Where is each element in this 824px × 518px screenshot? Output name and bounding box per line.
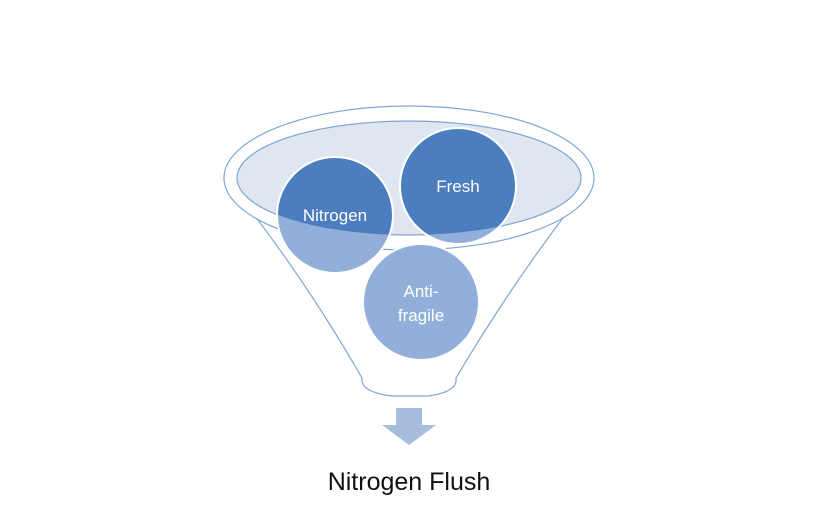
circle-anti-fragile (363, 244, 479, 360)
circle-fresh-label: Fresh (436, 177, 479, 196)
circle-anti-fragile-label-line2: fragile (398, 306, 444, 325)
funnel-spout (361, 377, 457, 397)
funnel-result-label: Nitrogen Flush (328, 468, 491, 496)
circle-anti-fragile-label-line1: Anti- (404, 282, 439, 301)
down-arrow-icon (382, 408, 436, 445)
circle-nitrogen-label: Nitrogen (303, 206, 367, 225)
circle-nitrogen-border (276, 156, 394, 274)
circles-inside-rim (277, 128, 516, 235)
circle-fresh-border (399, 127, 517, 245)
circle-anti-fragile-border (362, 243, 480, 361)
